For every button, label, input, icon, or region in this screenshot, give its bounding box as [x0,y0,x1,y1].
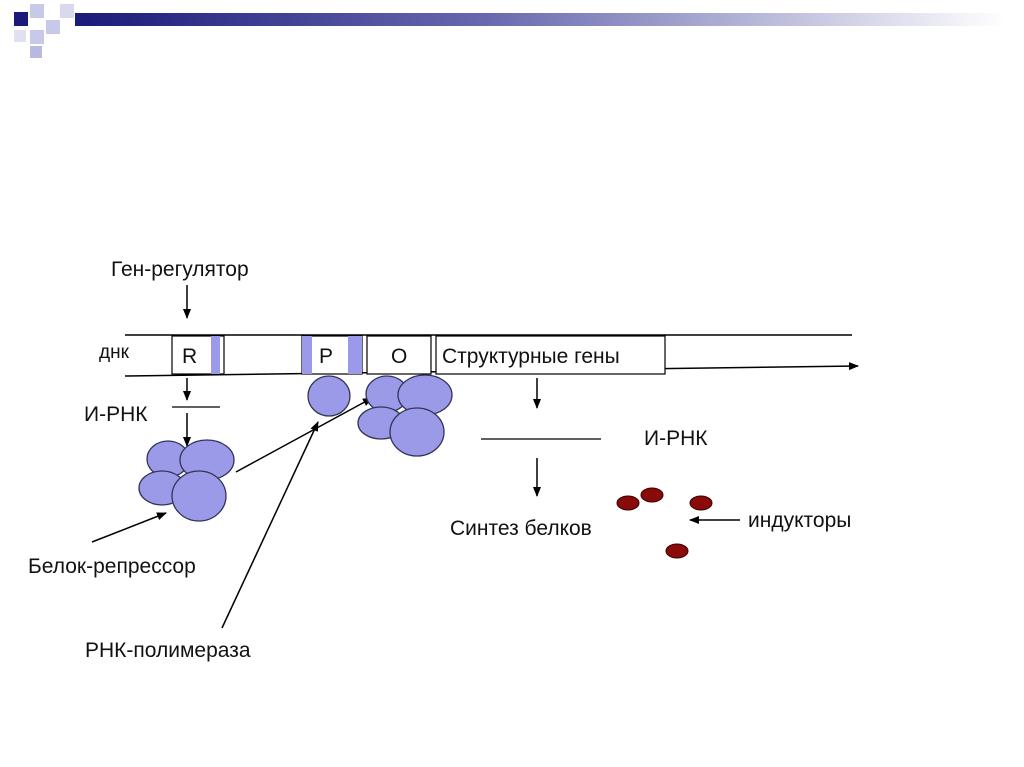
label-mrna-right: И-РНК [644,427,708,450]
operator-bead-4 [389,407,445,457]
arrow-repressor-to-operator [235,397,373,473]
label-repressor-protein: Белок-репрессор [28,555,196,578]
arrow-label-polymerase [221,421,319,629]
header-square-light-3 [30,30,44,44]
inducer-dot-2 [640,487,664,503]
repressor-protein-cluster [138,439,235,522]
arrow-label-repressor [91,512,167,543]
label-inducers: индукторы [748,509,852,532]
box-p-stripe-right [348,336,362,374]
header-square-light-2 [46,20,60,34]
repressor-bead-4 [171,470,227,522]
header-square-light-4 [60,4,74,18]
header-square-light-1 [30,4,44,18]
label-mrna-left: И-РНК [84,403,148,426]
header-square-light-6 [30,46,42,58]
label-box-r: R [182,345,198,368]
header-square-light-5 [14,30,26,42]
rna-polymerase-bead [307,375,351,417]
inducer-dot-1 [616,495,640,511]
box-p-stripe-left [302,336,312,374]
label-rna-polymerase: РНК-полимераза [85,639,251,662]
box-o [366,335,432,375]
inducers-group [616,487,713,559]
label-dna: днк [99,342,129,363]
box-structural-genes [435,335,666,375]
label-structural-genes: Структурные гены [442,345,620,368]
header-decoration [14,4,1005,58]
label-box-o: O [391,345,408,368]
operator-bound-cluster [357,374,453,457]
inducer-dot-4 [665,543,689,559]
inducer-dot-3 [689,495,713,511]
box-r-stripe [211,336,220,374]
label-protein-synthesis: Синтез белков [450,517,592,540]
label-box-p: P [319,345,334,368]
header-gradient-bar [75,13,1005,26]
label-gene-regulator: Ген-регулятор [111,258,249,281]
header-square-dark [14,12,28,26]
